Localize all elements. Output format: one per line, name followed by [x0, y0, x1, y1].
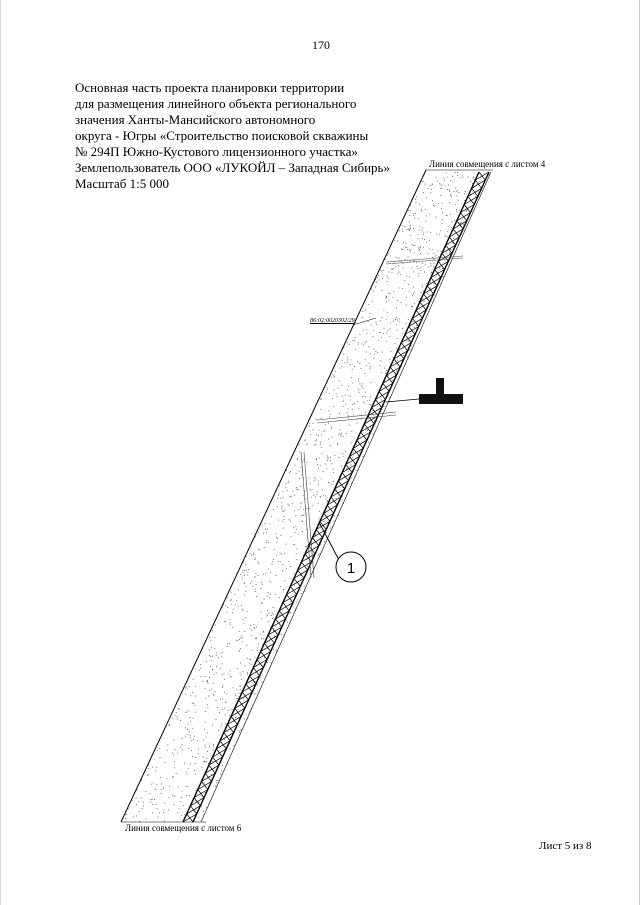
scale-line: Масштаб 1:5 000: [75, 176, 169, 191]
sheet-counter: Лист 5 из 8: [539, 840, 592, 852]
title-block: Основная часть проекта планировки террит…: [75, 80, 415, 192]
callout-leader: [318, 521, 341, 563]
crossing-lines: [300, 255, 464, 579]
title-line: для размещения линейного объекта региона…: [75, 96, 357, 111]
page-number: 170: [312, 38, 330, 52]
callout-circle: [335, 551, 367, 583]
land-user-line: Землепользователь ООО «ЛУКОЙЛ – Западная…: [75, 160, 390, 175]
title-line: значения Ханты-Мансийского автономного: [75, 112, 316, 127]
match-line-bottom-label: Линия совмещения с листом 6: [125, 823, 242, 833]
well-label-marker: [385, 378, 463, 404]
title-line: Основная часть проекта планировки террит…: [75, 80, 345, 95]
title-line: № 294П Южно-Кустового лицензионного учас…: [75, 144, 358, 159]
linear-object-corridor: [182, 171, 490, 823]
territory-boundary-right: [200, 171, 492, 823]
match-line-top-label: Линия совмещения с листом 4: [429, 159, 546, 169]
parcel-leader: [352, 317, 377, 326]
callout-number: 1: [347, 560, 355, 577]
territory-boundary-left: [120, 169, 427, 823]
cadastral-parcel-id: 86:02:0020302/29: [310, 318, 355, 324]
title-line: округа - Югры «Строительство поисковой с…: [75, 128, 369, 143]
